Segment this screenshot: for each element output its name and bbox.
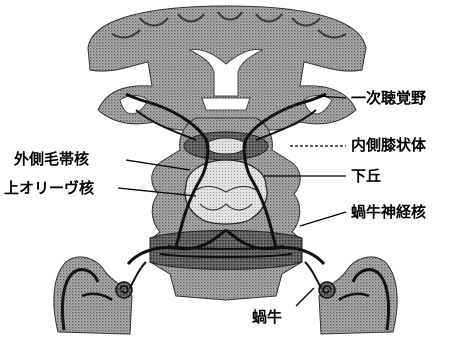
- label-cochlea: 蝸牛: [252, 310, 282, 325]
- label-medial-geniculate-body: 内側膝状体: [351, 138, 426, 153]
- label-nucleus-lateral-lemniscus: 外側毛帯核: [14, 152, 89, 167]
- brainstem: [150, 118, 302, 300]
- leader-cochlea: [296, 288, 314, 306]
- left-cochlea: [116, 282, 132, 298]
- right-ear: [305, 257, 397, 334]
- label-cochlear-nucleus: 蝸牛神経核: [351, 205, 426, 220]
- leader-cochlear-nucleus: [300, 212, 346, 226]
- left-ear: [54, 257, 146, 334]
- right-cochlea: [319, 282, 335, 298]
- label-primary-auditory-cortex: 一次聴覚野: [351, 91, 426, 106]
- label-superior-olive-nucleus: 上オリーヴ核: [4, 181, 94, 196]
- label-inferior-colliculus: 下丘: [351, 169, 381, 184]
